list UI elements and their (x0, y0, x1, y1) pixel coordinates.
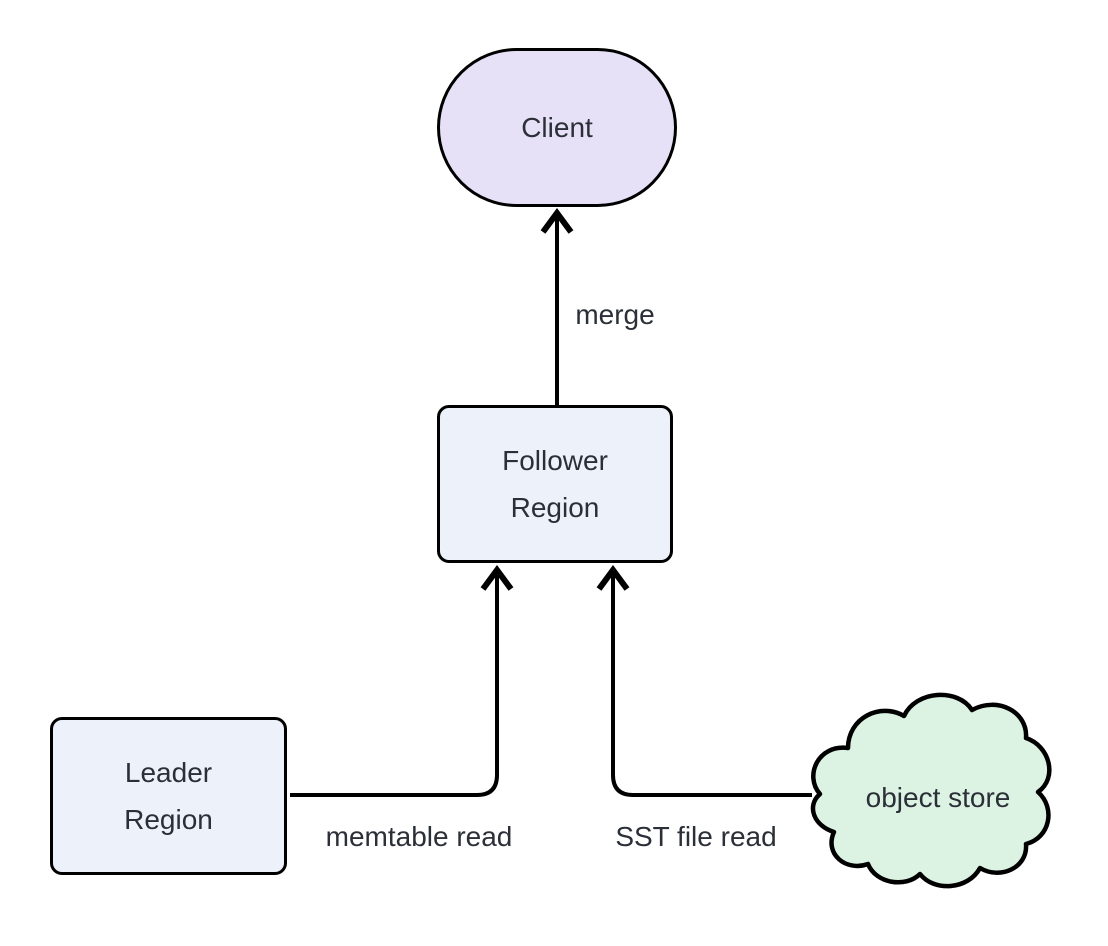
node-leader-region: Leader Region (50, 717, 287, 875)
cloud-icon (810, 692, 1052, 889)
node-leader-region-label: Leader Region (124, 757, 213, 835)
edge-label-merge: merge (575, 299, 655, 330)
node-client-label: Client (521, 112, 593, 143)
node-object-store-label: object store (865, 782, 1011, 813)
edge-memtable-read (290, 564, 514, 797)
edge-merge (540, 207, 574, 405)
edge-label-memtable-read: memtable read (325, 821, 513, 852)
node-client: Client (437, 48, 677, 207)
node-follower-region-label: Follower Region (502, 445, 608, 523)
node-follower-region: Follower Region (437, 405, 673, 563)
edge-sst-line (611, 572, 812, 797)
arrowhead-up-icon (540, 207, 574, 234)
edge-sst-file-read (596, 564, 812, 797)
node-object-store (810, 692, 1052, 889)
edge-memtable-line (290, 572, 499, 797)
arrowhead-up-icon (596, 564, 630, 591)
edge-label-sst-file-read: SST file read (615, 821, 777, 852)
arrowhead-up-icon (480, 564, 514, 591)
